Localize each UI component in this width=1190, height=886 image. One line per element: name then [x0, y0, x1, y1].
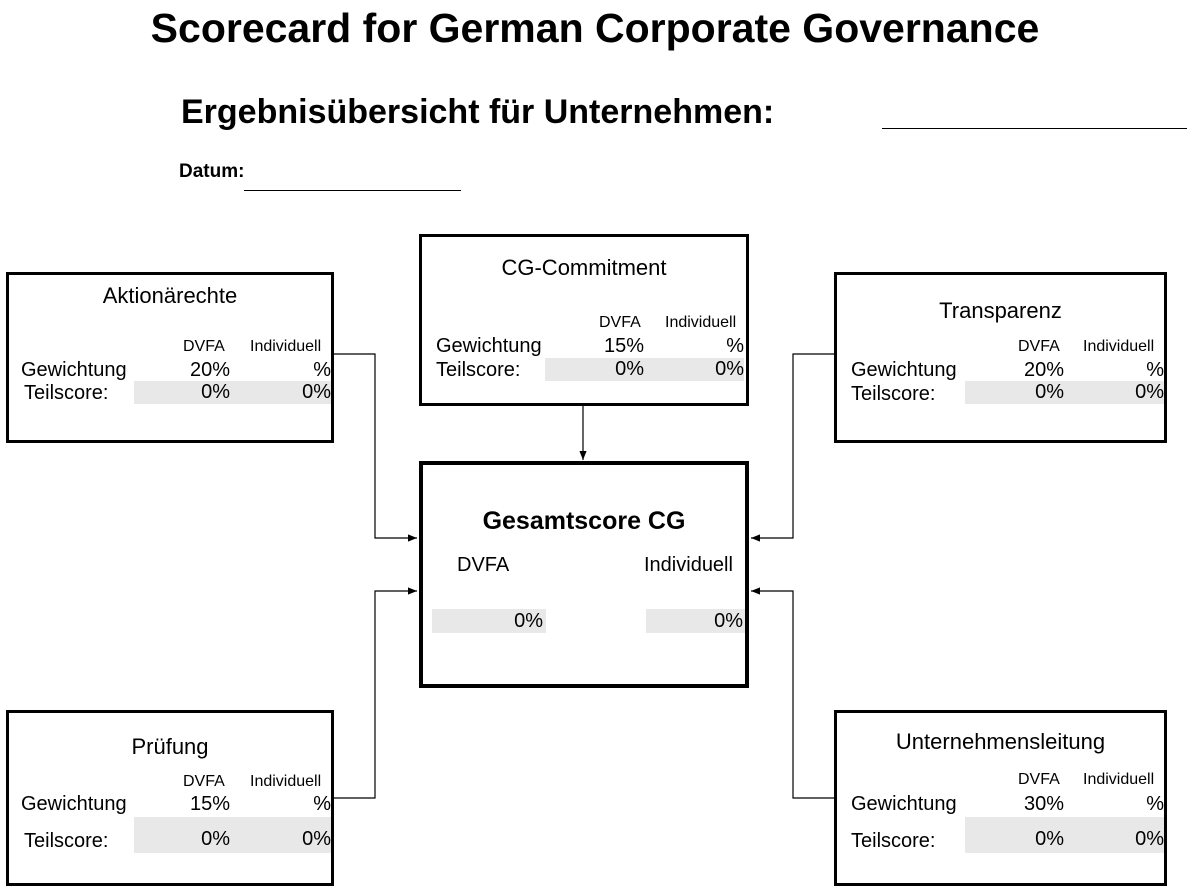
company-name-field[interactable] [882, 128, 1187, 129]
individuell-label: Individuell [1083, 771, 1155, 788]
dvfa-label: DVFA [183, 338, 225, 355]
gewichtung-label: Gewichtung [21, 359, 127, 381]
connector-aktionaersrechte [333, 353, 417, 542]
individuell-label: Individuell [1083, 338, 1155, 355]
box-transparenz: Transparenz DVFA Individuell Gewichtung … [834, 272, 1167, 443]
score-shading [965, 381, 1164, 404]
score-dvfa: 0% [615, 358, 644, 380]
teilscore-label: Teilscore: [24, 382, 109, 404]
dvfa-label: DVFA [599, 314, 641, 331]
teilscore-label: Teilscore: [24, 830, 109, 852]
score-dvfa: 0% [1035, 828, 1064, 850]
dvfa-label: DVFA [1018, 771, 1060, 788]
box-pruefung: Prüfung DVFA Individuell Gewichtung 15% … [6, 710, 334, 886]
weight-individuell[interactable]: % [313, 793, 331, 815]
weight-individuell[interactable]: % [313, 359, 331, 381]
page-title: Scorecard for German Corporate Governanc… [150, 5, 1040, 51]
page-subtitle: Ergebnisübersicht für Unternehmen: [181, 93, 775, 131]
weight-dvfa: 30% [1023, 793, 1064, 815]
box-title: Unternehmensleitung [895, 729, 1106, 754]
gewichtung-label: Gewichtung [851, 793, 957, 815]
score-individuell: 0% [302, 381, 331, 403]
box-title: Transparenz [939, 298, 1062, 323]
box-cg-commitment: CG-Commitment DVFA Individuell Gewichtun… [419, 234, 749, 406]
individuell-label: Individuell [665, 314, 737, 331]
dvfa-label: DVFA [1018, 338, 1060, 355]
teilscore-label: Teilscore: [436, 359, 521, 381]
individuell-label: Individuell [250, 773, 322, 790]
connector-pruefung [333, 587, 417, 799]
gewichtung-label: Gewichtung [436, 335, 542, 357]
score-dvfa: 0% [201, 381, 230, 403]
score-shading [134, 381, 331, 404]
score-individuell: 0% [1135, 828, 1164, 850]
box-title: Aktionärechte [102, 283, 238, 308]
total-dvfa-label: DVFA [457, 554, 510, 576]
total-individuell-shading [646, 609, 745, 633]
total-score-dvfa: 0% [514, 610, 543, 632]
teilscore-label: Teilscore: [851, 830, 936, 852]
individuell-label: Individuell [250, 338, 322, 355]
teilscore-label: Teilscore: [851, 383, 936, 405]
gewichtung-label: Gewichtung [21, 793, 127, 815]
dvfa-label: DVFA [183, 773, 225, 790]
weight-individuell[interactable]: % [726, 335, 744, 357]
gewichtung-label: Gewichtung [851, 359, 957, 381]
connector-transparenz [751, 353, 834, 542]
weight-individuell[interactable]: % [1146, 359, 1164, 381]
box-title: Prüfung [131, 734, 209, 759]
date-field[interactable] [244, 190, 461, 191]
box-gesamtscore: Gesamtscore CG DVFA Individuell 0% 0% [419, 461, 749, 688]
score-shading [545, 358, 744, 381]
weight-dvfa: 15% [603, 335, 644, 357]
box-title: CG-Commitment [501, 255, 667, 280]
total-score-individuell: 0% [714, 610, 743, 632]
total-individuell-label: Individuell [644, 554, 733, 576]
connector-unternehmensleitung [751, 587, 834, 799]
weight-dvfa: 20% [1023, 359, 1064, 381]
score-shading [965, 817, 1164, 853]
score-shading [134, 817, 331, 853]
weight-dvfa: 20% [189, 359, 230, 381]
weight-individuell[interactable]: % [1146, 793, 1164, 815]
date-label: Datum: [179, 161, 245, 182]
total-title: Gesamtscore CG [482, 507, 686, 535]
total-dvfa-shading [432, 609, 546, 633]
score-individuell: 0% [1135, 381, 1164, 403]
weight-dvfa: 15% [189, 793, 230, 815]
score-individuell: 0% [302, 828, 331, 850]
box-aktionaersrechte: Aktionärechte DVFA Individuell Gewichtun… [6, 272, 334, 443]
score-dvfa: 0% [201, 828, 230, 850]
score-individuell: 0% [715, 358, 744, 380]
box-unternehmensleitung: Unternehmensleitung DVFA Individuell Gew… [834, 710, 1167, 886]
score-dvfa: 0% [1035, 381, 1064, 403]
